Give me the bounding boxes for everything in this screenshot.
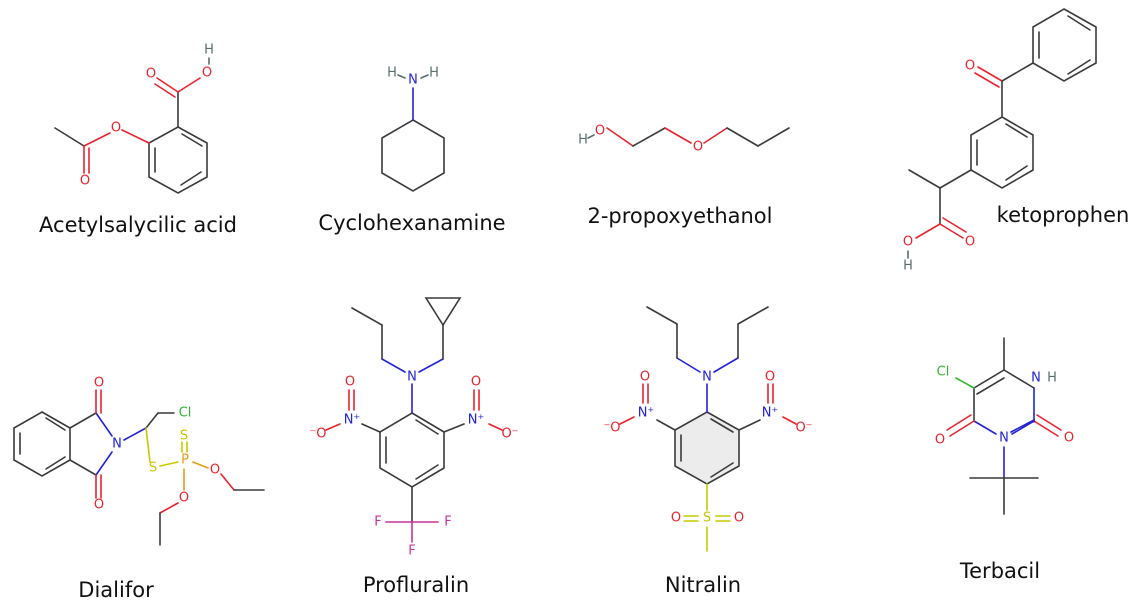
atom-label: O bbox=[965, 59, 975, 74]
molecule-name: Nitralin bbox=[665, 573, 741, 597]
atom-label: O bbox=[903, 235, 913, 250]
atom-label: S bbox=[149, 461, 157, 476]
atom-label: S bbox=[180, 429, 188, 444]
atom-label: H bbox=[903, 259, 913, 274]
atom-label: N bbox=[702, 370, 712, 385]
atom-label: F bbox=[374, 515, 381, 530]
molecule-name: Cyclohexanamine bbox=[318, 211, 505, 235]
molecule-2-propoxyethanol: H O O bbox=[578, 124, 790, 155]
molecule-ketoprofen: O O O H bbox=[903, 8, 1097, 274]
molecule-dialifor: N O O Cl S P S O O bbox=[13, 376, 265, 546]
atom-label: N⁺ bbox=[344, 413, 361, 428]
atom-label: P bbox=[181, 453, 189, 468]
molecule-terbacil: N H O N O Cl bbox=[935, 337, 1074, 515]
molecule-profluralin: N N⁺ O ⁻O N⁺ O O⁻ F F F bbox=[309, 297, 519, 559]
atom-label: H bbox=[429, 66, 439, 81]
atom-label: H bbox=[204, 43, 214, 58]
atom-label: N bbox=[408, 73, 418, 88]
atom-label: O bbox=[935, 433, 945, 448]
molecule-nitralin: N N⁺ O ⁻O N⁺ O O⁻ S O O bbox=[603, 306, 813, 552]
molecule-name: Acetylsalycilic acid bbox=[39, 213, 237, 237]
atom-label: O bbox=[80, 174, 90, 189]
atom-label: O bbox=[965, 235, 975, 250]
atom-label: H bbox=[387, 66, 397, 81]
atom-label: O bbox=[210, 463, 220, 478]
atom-label: N bbox=[999, 431, 1009, 446]
molecule-name: Terbacil bbox=[959, 559, 1040, 583]
atom-label: N⁺ bbox=[468, 413, 485, 428]
atom-label: O bbox=[94, 376, 104, 391]
atom-label: O bbox=[345, 375, 355, 390]
atom-label: O⁻ bbox=[501, 427, 518, 442]
atom-label: O bbox=[94, 498, 104, 513]
atom-label: H bbox=[578, 133, 588, 148]
atom-label: ⁻O bbox=[603, 421, 620, 436]
molecule-name: 2-propoxyethanol bbox=[587, 204, 772, 228]
atom-label: O bbox=[595, 124, 605, 139]
atom-label: O bbox=[111, 121, 121, 136]
molecule-name: Dialifor bbox=[78, 578, 154, 602]
atom-label: O bbox=[640, 370, 650, 385]
atom-label: O bbox=[202, 66, 212, 81]
atom-label: O bbox=[1064, 431, 1074, 446]
atom-label: H bbox=[1047, 371, 1057, 386]
molecule-cyclohexanamine: N H H bbox=[381, 66, 445, 192]
molecule-name: Profluralin bbox=[363, 573, 469, 597]
atom-label: N bbox=[112, 437, 122, 452]
atom-label: F bbox=[408, 544, 415, 559]
atom-label: Cl bbox=[937, 365, 950, 380]
atom-label: O bbox=[146, 67, 156, 82]
atom-label: N⁺ bbox=[762, 406, 779, 421]
atom-label: N bbox=[407, 370, 417, 385]
atom-label: O⁻ bbox=[795, 421, 812, 436]
atom-label: O bbox=[734, 511, 744, 526]
atom-label: N bbox=[1031, 371, 1041, 386]
atom-label: O bbox=[179, 491, 189, 506]
atom-label: O bbox=[471, 375, 481, 390]
atom-label: ⁻O bbox=[309, 427, 326, 442]
molecule-acetylsalicylic-acid: O O H O O bbox=[54, 43, 214, 194]
molecule-name: ketoprophen bbox=[997, 203, 1130, 227]
atom-label: Cl bbox=[179, 406, 192, 421]
atom-label: F bbox=[444, 515, 451, 530]
atom-label: O bbox=[765, 370, 775, 385]
atom-label: O bbox=[671, 511, 681, 526]
atom-label: O bbox=[693, 140, 703, 155]
atom-label: S bbox=[703, 511, 711, 526]
atom-label: N⁺ bbox=[638, 406, 655, 421]
benzene-ring bbox=[148, 126, 208, 194]
